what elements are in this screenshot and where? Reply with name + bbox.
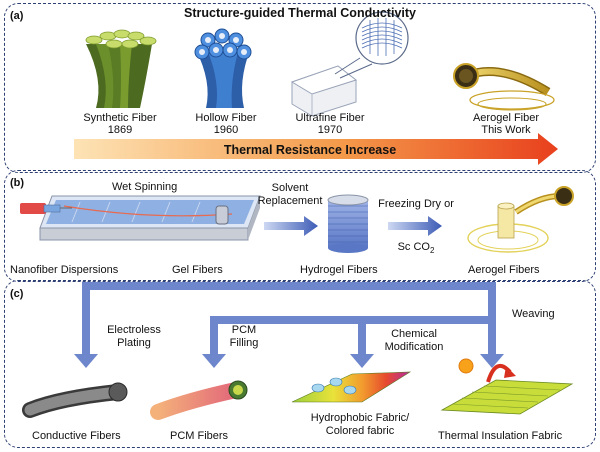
panel-c-letter: (c): [10, 288, 24, 300]
solvent-label-line2: Replacement: [257, 195, 323, 207]
thermal-insulation-fabric: [440, 358, 574, 415]
fiber-year-synthetic: 1869: [107, 124, 133, 136]
solvent-label-line1: Solvent: [271, 182, 309, 194]
panel-b-frame: [4, 170, 596, 282]
fiber-name-aerogel: Aerogel Fiber: [472, 112, 540, 124]
panel-a-letter: (a): [10, 10, 24, 22]
conductive-fiber: [22, 382, 128, 418]
fiber-name-synthetic: Synthetic Fiber: [83, 112, 157, 124]
route-pcm-line2: Filling: [229, 337, 259, 349]
route-chemical-line1: Chemical: [391, 328, 437, 340]
fiber-name-hollow: Hollow Fiber: [195, 112, 257, 124]
hollow-fiber-bundle: [194, 28, 252, 108]
distribution-arrows: [74, 282, 504, 368]
aerogel-fiber-coil: [453, 63, 555, 111]
fiber-year-hollow: 1960: [213, 124, 239, 136]
syringe: [20, 203, 72, 214]
route-electroless-line2: Plating: [117, 337, 151, 349]
pcm-fiber: [150, 380, 248, 420]
panel-c-frame: [4, 280, 596, 448]
product-hydrophobic-line1: Hydrophobic Fabric/: [310, 412, 410, 424]
label-aerogel-fibers: Aerogel Fibers: [468, 264, 540, 276]
panel-b-letter: (b): [10, 177, 25, 189]
route-weaving: Weaving: [512, 308, 555, 320]
wet-spinning-bath: [39, 195, 261, 241]
freezing-label-line1: Freezing Dry or: [378, 198, 454, 210]
thermal-arrow-label: Thermal Resistance Increase: [223, 143, 397, 157]
panel-a-title: Structure-guided Thermal Conductivity: [184, 6, 416, 20]
route-electroless-line1: Electroless: [107, 324, 161, 336]
freezing-label-subscript: 2: [429, 246, 435, 256]
product-pcm-fibers: PCM Fibers: [170, 430, 229, 442]
solvent-arrow: [264, 216, 318, 236]
freezing-arrow: [388, 216, 442, 236]
fiber-year-aerogel: This Work: [481, 124, 531, 136]
hydrogel-fiber-spool: [327, 194, 369, 253]
ultrafine-fiber-block: [290, 11, 409, 117]
label-gel-fibers: Gel Fibers: [172, 264, 223, 276]
freezing-label-text: Sc CO: [397, 241, 430, 253]
thermal-resistance-arrow: [74, 133, 558, 165]
wet-spinning-label: Wet Spinning: [112, 181, 178, 193]
fiber-name-ultrafine: Ultrafine Fiber: [295, 112, 365, 124]
route-pcm-line1: PCM: [231, 324, 257, 336]
label-nanofiber-dispersions: Nanofiber Dispersions: [10, 264, 119, 276]
aerogel-fiber-spool: [467, 186, 574, 253]
fiber-year-ultrafine: 1970: [317, 124, 343, 136]
hydrophobic-fabric: [291, 371, 412, 403]
panel-a-frame: [4, 3, 596, 173]
product-thermal-insulation-fabric: Thermal Insulation Fabric: [438, 430, 563, 442]
product-conductive-fibers: Conductive Fibers: [32, 430, 121, 442]
product-hydrophobic-line2: Colored fabric: [325, 425, 395, 437]
label-hydrogel-fibers: Hydrogel Fibers: [300, 264, 378, 276]
route-chemical-line2: Modification: [384, 341, 444, 353]
freezing-label-line2: Sc CO2: [368, 241, 464, 257]
synthetic-fiber-bundle: [85, 29, 157, 108]
